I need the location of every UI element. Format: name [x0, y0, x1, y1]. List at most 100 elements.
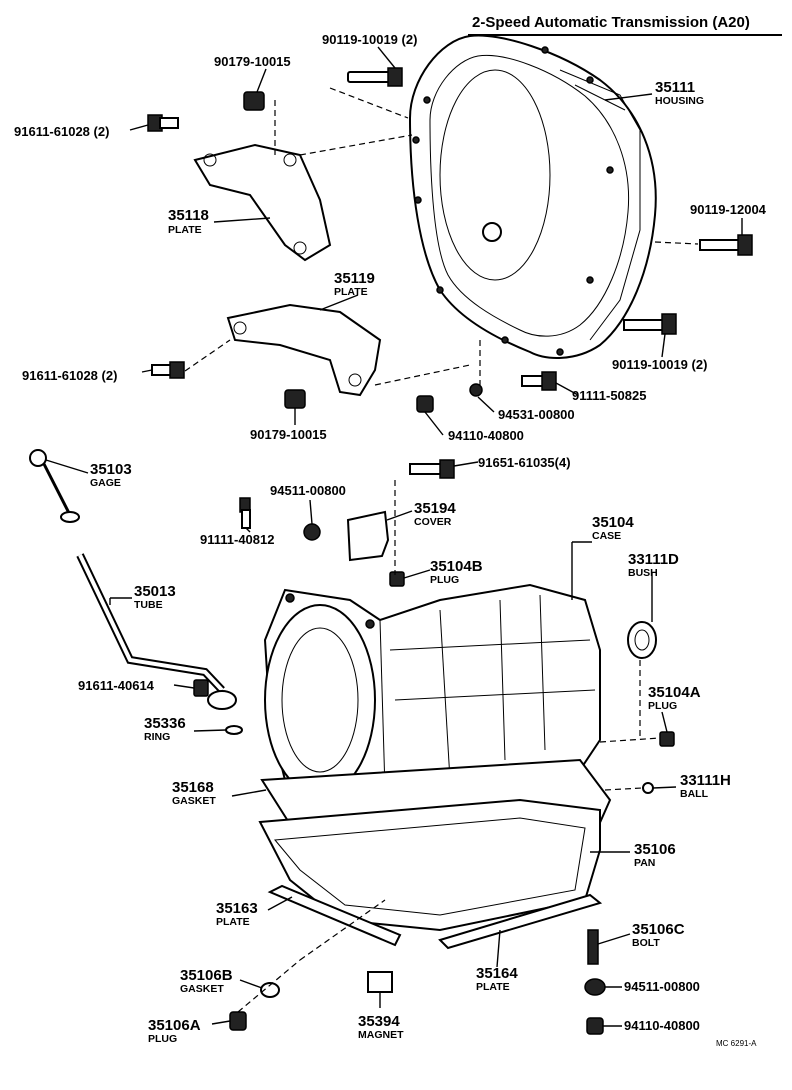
svg-text:35163: 35163 — [216, 900, 258, 917]
svg-text:91111-40812: 91111-40812 — [200, 532, 274, 547]
plate-35164-drawing — [438, 893, 603, 950]
washer-94531-00800-drawing — [469, 383, 483, 397]
bolt-91111-40812-drawing — [239, 497, 251, 529]
callout-cover: 35194 COVER — [414, 500, 456, 528]
svg-text:35013: 35013 — [134, 583, 176, 600]
svg-text:BALL: BALL — [680, 788, 709, 800]
gasket-35106b-drawing — [260, 982, 280, 998]
callout-plate-35118: 35118 PLATE — [168, 207, 209, 236]
bolt-90119-10019-top-drawing — [347, 67, 403, 87]
svg-text:BUSH: BUSH — [628, 567, 658, 579]
callout-gasket-35168: 35168 GASKET — [172, 779, 216, 807]
callout-gasket-35106b: 35106B GASKET — [180, 967, 233, 995]
svg-text:GAGE: GAGE — [90, 477, 121, 489]
plug-35106a-drawing — [229, 1011, 247, 1031]
callout-pan: 35106 PAN — [634, 841, 676, 869]
svg-text:94511-00800: 94511-00800 — [270, 483, 346, 498]
callout-plate-35164: 35164 PLATE — [476, 965, 518, 993]
svg-text:35104B: 35104B — [430, 558, 483, 575]
svg-text:35336: 35336 — [144, 715, 186, 732]
bolt-91611-40614-drawing — [193, 679, 209, 697]
callout-bolt-91111-40812: 91111-40812 — [200, 532, 274, 547]
callout-gage: 35103 GAGE — [90, 461, 132, 489]
svg-text:90179-10015: 90179-10015 — [214, 54, 291, 69]
bolt-91611-61028-top-drawing — [147, 114, 179, 132]
callout-ball: 33111H BALL — [680, 772, 731, 800]
svg-text:35106B: 35106B — [180, 967, 233, 984]
svg-text:91651-61035(4): 91651-61035(4) — [478, 455, 571, 470]
nut-94110-40800-bottom-drawing — [586, 1017, 604, 1035]
svg-text:BOLT: BOLT — [632, 937, 660, 949]
callout-nut-90179-10015-top: 90179-10015 — [214, 54, 291, 69]
svg-text:94511-00800: 94511-00800 — [624, 979, 700, 994]
svg-text:PLUG: PLUG — [648, 700, 677, 712]
svg-text:35103: 35103 — [90, 461, 132, 478]
svg-text:91611-40614: 91611-40614 — [78, 678, 155, 693]
callout-bolt-90119-12004: 90119-12004 — [690, 202, 767, 217]
callout-bolt-90119-10019-right: 90119-10019 (2) — [612, 357, 707, 372]
nut-90179-10015-top-drawing — [243, 91, 265, 111]
svg-text:35119: 35119 — [334, 270, 375, 287]
bolt-90119-12004-drawing — [699, 234, 753, 256]
callout-case: 35104 CASE — [592, 514, 634, 542]
cover-drawing — [346, 510, 390, 562]
callout-bolt-35106c: 35106C BOLT — [632, 921, 685, 949]
callout-plate-35119: 35119 PLATE — [334, 270, 375, 298]
svg-text:35168: 35168 — [172, 779, 214, 796]
svg-text:MAGNET: MAGNET — [358, 1029, 404, 1041]
svg-text:PLUG: PLUG — [148, 1033, 177, 1045]
svg-text:COVER: COVER — [414, 516, 452, 528]
svg-text:33111D: 33111D — [628, 551, 679, 568]
callout-bolt-91111-50825: 91111-50825 — [572, 388, 646, 403]
callout-bolt-90119-10019-top: 90119-10019 (2) — [322, 32, 417, 47]
ball-drawing — [642, 782, 654, 794]
svg-text:PLATE: PLATE — [168, 224, 202, 236]
svg-text:RING: RING — [144, 731, 170, 743]
svg-text:HOUSING: HOUSING — [655, 95, 704, 107]
callout-plug-35104b: 35104B PLUG — [430, 558, 483, 586]
plate-35163-drawing — [267, 884, 402, 947]
case-drawing — [263, 583, 601, 812]
svg-text:PLATE: PLATE — [334, 286, 368, 298]
svg-text:90119-12004: 90119-12004 — [690, 202, 767, 217]
svg-text:35194: 35194 — [414, 500, 456, 517]
callout-bolt-91651-61035: 91651-61035(4) — [478, 455, 571, 470]
callout-washer-94511-00800-top: 94511-00800 — [270, 483, 346, 498]
ring-drawing — [225, 725, 243, 735]
svg-text:35164: 35164 — [476, 965, 518, 982]
svg-text:35106: 35106 — [634, 841, 676, 858]
callout-washer-94511-00800-bottom: 94511-00800 — [624, 979, 700, 994]
magnet-drawing — [367, 971, 393, 993]
gage-drawing — [29, 449, 80, 523]
svg-text:35111: 35111 — [655, 79, 695, 96]
svg-text:PLATE: PLATE — [216, 916, 250, 928]
svg-text:91611-61028 (2): 91611-61028 (2) — [22, 368, 117, 383]
callout-plate-35163: 35163 PLATE — [216, 900, 258, 928]
svg-text:91111-50825: 91111-50825 — [572, 388, 646, 403]
footer-code: MC 6291-A — [716, 1039, 757, 1048]
callout-plug-35106a: 35106A PLUG — [148, 1017, 201, 1045]
callout-tube: 35013 TUBE — [134, 583, 176, 611]
svg-text:94110-40800: 94110-40800 — [624, 1018, 700, 1033]
callout-housing: 35111 HOUSING — [655, 79, 704, 107]
bolt-91651-61035-drawing — [409, 459, 455, 479]
bolt-91111-50825-drawing — [521, 371, 557, 391]
svg-text:35104: 35104 — [592, 514, 634, 531]
svg-text:CASE: CASE — [592, 530, 621, 542]
svg-text:GASKET: GASKET — [180, 983, 224, 995]
svg-text:35118: 35118 — [168, 207, 209, 224]
svg-text:35106C: 35106C — [632, 921, 685, 938]
callout-nut-94110-40800-top: 94110-40800 — [448, 428, 524, 443]
bolt-35106c-drawing — [587, 929, 599, 965]
callout-bolt-91611-61028-top: 91611-61028 (2) — [14, 124, 109, 139]
callout-nut-94110-40800-bottom: 94110-40800 — [624, 1018, 700, 1033]
svg-text:90119-10019 (2): 90119-10019 (2) — [612, 357, 707, 372]
svg-text:33111H: 33111H — [680, 772, 731, 789]
washer-94511-00800-bottom-drawing — [584, 978, 606, 996]
svg-text:91611-61028 (2): 91611-61028 (2) — [14, 124, 109, 139]
diagram-title: 2-Speed Automatic Transmission (A20) — [472, 14, 750, 31]
plate-35118-drawing — [193, 143, 332, 262]
svg-text:94110-40800: 94110-40800 — [448, 428, 524, 443]
callout-magnet: 35394 MAGNET — [358, 1013, 404, 1041]
